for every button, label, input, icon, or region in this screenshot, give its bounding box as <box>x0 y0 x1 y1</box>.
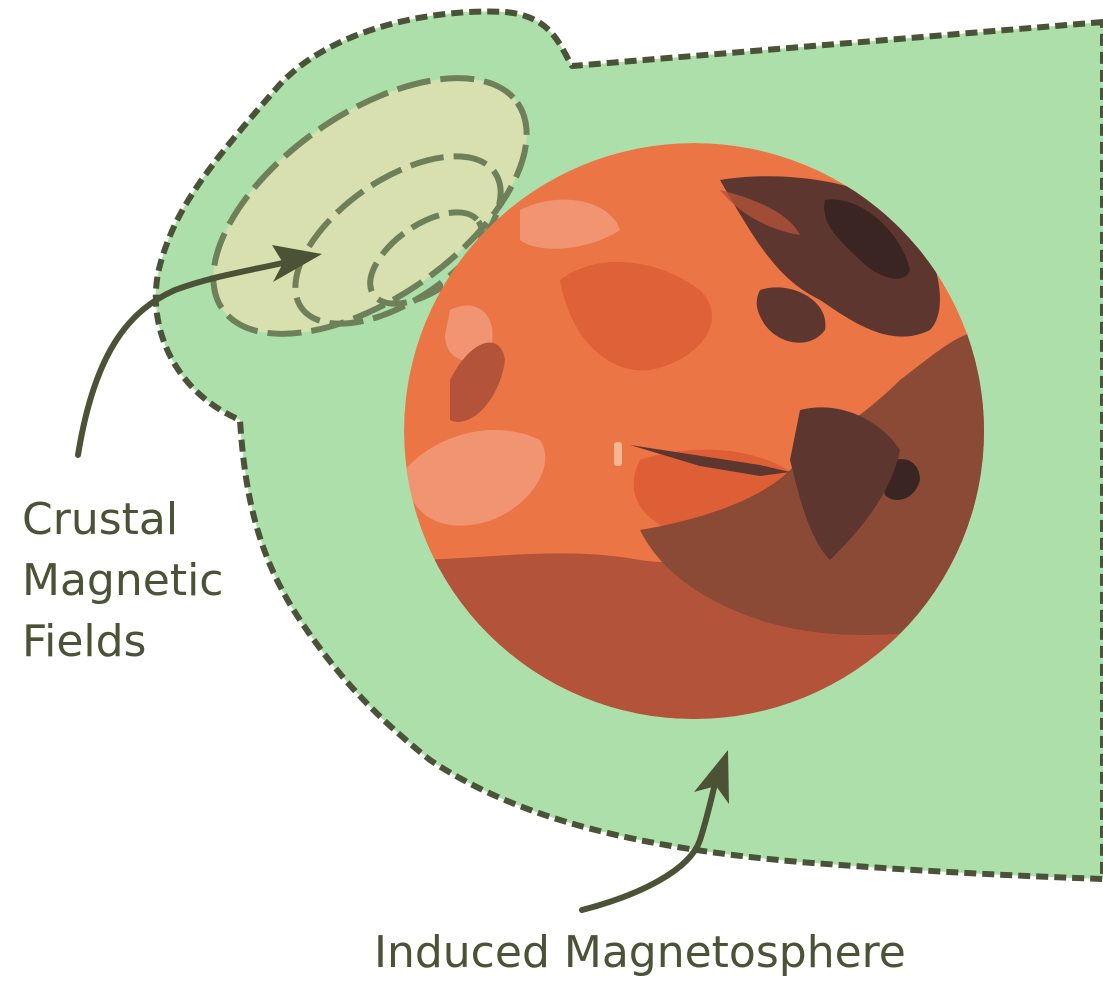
induced-magnetosphere-label: Induced Magnetosphere <box>374 931 906 975</box>
crustal-label-line-3: Fields <box>22 620 223 681</box>
crustal-magnetic-fields-label: Crustal Magnetic Fields <box>22 498 223 681</box>
crustal-label-line-2: Magnetic <box>22 559 223 620</box>
crustal-label-line-1: Crustal <box>22 498 223 559</box>
